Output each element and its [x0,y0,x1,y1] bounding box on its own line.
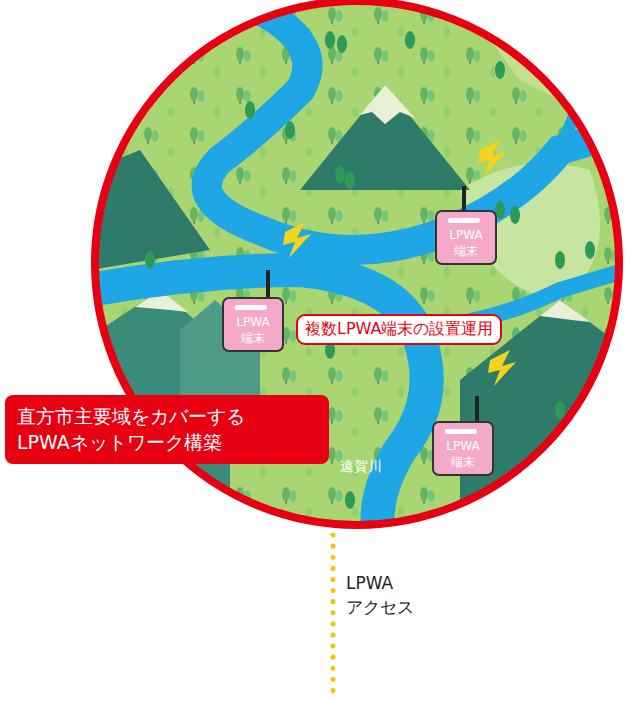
access-label: LPWA アクセス [346,572,434,620]
node-text: LPWA 端末 [436,439,490,470]
title-box: 直方市主要域をカバーする LPWAネットワーク構築 [5,395,329,464]
terminal-slot [235,305,267,310]
lpwa-terminal: LPWA 端末 [222,297,284,352]
dotted-access-line [331,535,336,700]
node-text: LPWA 端末 [439,228,493,259]
node-text: 複数LPWA端末の設置運用 [305,319,493,338]
terminal-slot [445,429,477,434]
callout-label: 複数LPWA端末の設置運用 [296,314,502,345]
node-text: 直方市主要域をカバーする LPWAネットワーク構築 [17,405,245,453]
lpwa-terminal: LPWA 端末 [432,421,494,476]
terminal-slot [448,218,480,223]
lpwa-terminal: LPWA 端末 [435,210,497,265]
river-name: 遠賀川 [340,458,382,476]
node-text: LPWA 端末 [226,315,280,346]
